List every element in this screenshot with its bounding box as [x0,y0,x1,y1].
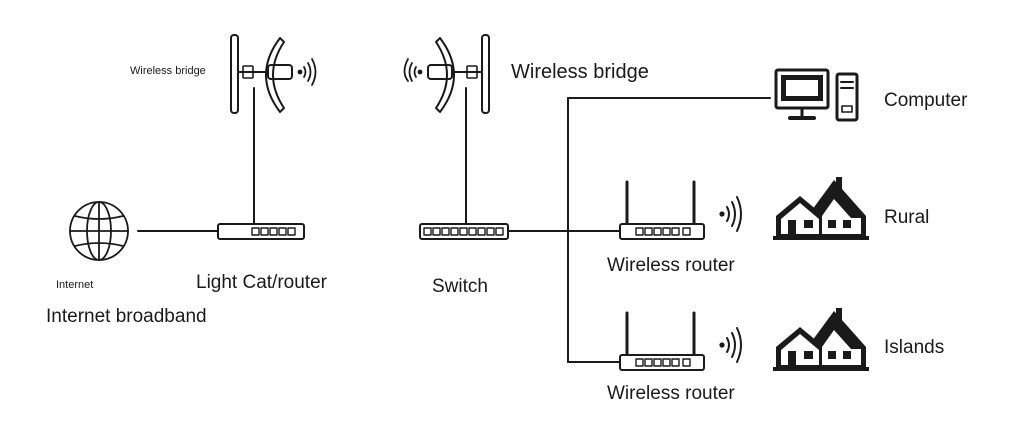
computer-icon [774,68,859,122]
rural-label: Rural [884,207,930,228]
computer-label: Computer [884,90,968,111]
wifi-waves-icon-left-bridge [297,58,317,86]
islands-label: Islands [884,337,945,358]
switch-label: Switch [432,276,488,297]
internet-broadband-label: Internet broadband [46,306,207,327]
wireless-router-1-label: Wireless router [607,255,735,276]
light-cat-router-label: Light Cat/router [196,272,327,293]
globe-icon [69,201,129,261]
router-icon [217,223,305,240]
switch-icon [419,223,509,240]
wireless-router-icon-2 [619,311,705,371]
house-icon-rural [773,177,869,240]
bridge-antenna-icon-left [230,34,293,114]
bridge-right-label: Wireless bridge [511,61,649,83]
wifi-waves-icon-router-1 [719,196,742,232]
wifi-waves-icon-right-bridge [403,58,423,82]
bridge-antenna-icon-right [427,34,490,114]
house-icon-islands [773,308,869,371]
wifi-waves-icon-router-2 [719,327,742,363]
connection-lines [137,87,771,363]
internet-label: Internet [56,279,94,291]
wireless-router-icon-1 [619,180,705,240]
bridge-left-label: Wireless bridge [130,65,206,77]
wireless-router-2-label: Wireless router [607,383,735,404]
